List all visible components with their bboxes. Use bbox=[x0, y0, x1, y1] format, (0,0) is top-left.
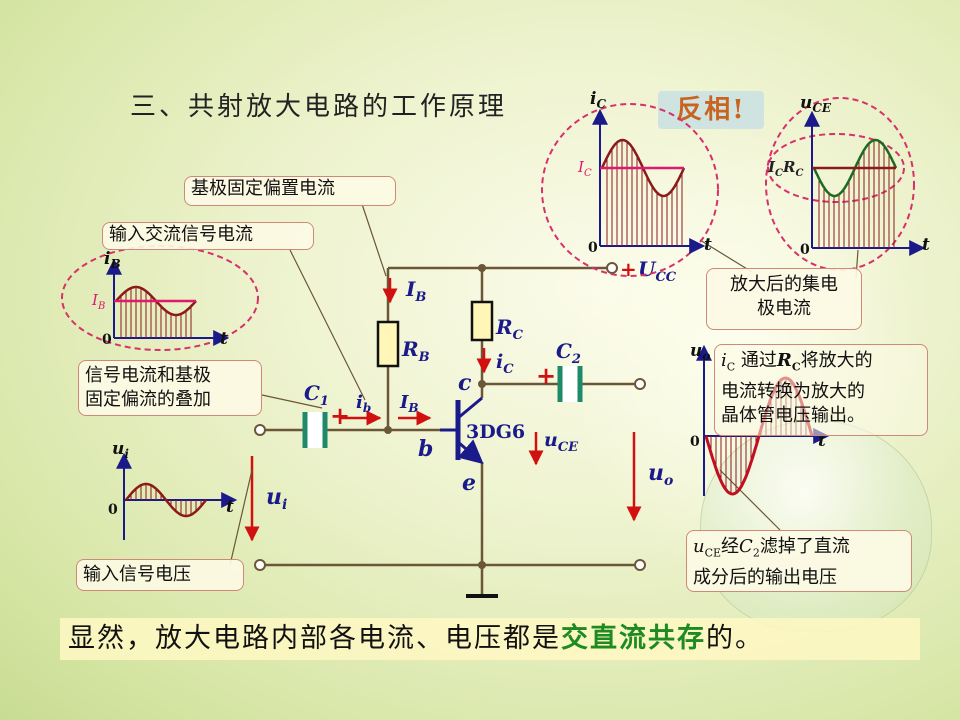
capacitor-c2 bbox=[557, 366, 583, 402]
polarity-marks: + + bbox=[330, 361, 556, 430]
svg-text:iB: iB bbox=[104, 249, 121, 271]
output-terminal-bottom bbox=[634, 559, 646, 571]
resistor-rb bbox=[376, 320, 400, 368]
svg-text:IB: IB bbox=[91, 291, 105, 312]
resistor-rc bbox=[470, 300, 494, 342]
callout-base-bias: 基极固定偏置电流 bbox=[184, 176, 396, 206]
circuit-wires bbox=[260, 266, 640, 596]
svg-text:t: t bbox=[226, 497, 234, 517]
svg-text:uo: uo bbox=[648, 460, 673, 489]
svg-text:uCE: uCE bbox=[544, 429, 579, 455]
svg-text:IB: IB bbox=[405, 277, 426, 305]
svg-text:0: 0 bbox=[690, 434, 700, 450]
svg-text:iC: iC bbox=[590, 89, 606, 111]
svg-text:RC: RC bbox=[495, 315, 524, 343]
page-title: 三、共射放大电路的工作原理 bbox=[130, 92, 508, 122]
svg-text:0: 0 bbox=[800, 242, 810, 258]
svg-text:uo: uo bbox=[690, 341, 710, 363]
svg-text:e: e bbox=[462, 470, 476, 496]
callout-collector-current: 放大后的集电 极电流 bbox=[706, 268, 862, 330]
callout-input-signal-current: 输入交流信号电流 bbox=[102, 222, 314, 250]
conclusion-highlight: 交直流共存 bbox=[561, 623, 706, 654]
svg-text:t: t bbox=[704, 235, 712, 255]
svg-text:t: t bbox=[922, 235, 930, 255]
svg-text:ui: ui bbox=[112, 439, 129, 461]
callout-leaders bbox=[229, 203, 859, 566]
capacitor-c1 bbox=[302, 412, 328, 448]
svg-text:ui: ui bbox=[266, 484, 287, 513]
current-arrows bbox=[244, 278, 642, 542]
input-terminal-bottom bbox=[254, 559, 266, 571]
svg-text:+: + bbox=[620, 257, 637, 281]
svg-text:C2: C2 bbox=[556, 339, 581, 367]
input-terminal-top bbox=[254, 424, 266, 436]
svg-text:0: 0 bbox=[102, 332, 112, 348]
svg-text:0: 0 bbox=[108, 502, 118, 518]
svg-text:RB: RB bbox=[401, 337, 430, 365]
svg-text:0: 0 bbox=[588, 240, 598, 256]
transistor-3dg6 bbox=[440, 396, 484, 465]
svg-text:t: t bbox=[818, 431, 826, 451]
svg-text:3DG6: 3DG6 bbox=[466, 421, 525, 443]
callout-current-to-voltage: iC 通过RC将放大的 电流转换为放大的 晶体管电压输出。 bbox=[714, 344, 928, 436]
circuit-junctions bbox=[384, 264, 486, 569]
graph-ic: iC IC 0 t bbox=[541, 89, 719, 277]
background-vase bbox=[700, 420, 932, 632]
output-terminal-top bbox=[634, 378, 646, 390]
graph-ui: ui 0 t bbox=[108, 439, 238, 540]
svg-text:ib: ib bbox=[356, 392, 371, 415]
svg-text:C1: C1 bbox=[304, 381, 329, 409]
conclusion-suffix: 的。 bbox=[706, 623, 764, 654]
svg-text:UCC: UCC bbox=[638, 257, 677, 285]
conclusion-prefix: 显然，放大电路内部各电流、电压都是 bbox=[68, 623, 561, 654]
svg-text:uCE: uCE bbox=[800, 93, 832, 115]
circuit-labels: IB RB RC iC C1 C2 ib IB c b e 3DG6 uCE u… bbox=[266, 257, 677, 513]
callout-input-voltage: 输入信号电压 bbox=[76, 559, 244, 591]
graph-uce: uCE ICRC 0 t bbox=[765, 93, 930, 271]
svg-text:b: b bbox=[418, 436, 433, 462]
svg-text:ICRC: ICRC bbox=[767, 158, 803, 179]
callout-superposition: 信号电流和基极 固定偏流的叠加 bbox=[78, 360, 262, 416]
ucc-terminal bbox=[606, 262, 618, 274]
svg-text:IB: IB bbox=[399, 392, 419, 415]
c1-plus-sign: + bbox=[330, 401, 350, 430]
svg-text:iC: iC bbox=[496, 351, 514, 377]
graph-ib: iB IB 0 t bbox=[61, 245, 259, 351]
conclusion-text: 显然，放大电路内部各电流、电压都是交直流共存的。 bbox=[60, 618, 920, 660]
svg-text:c: c bbox=[458, 370, 472, 396]
inversion-badge: 反相! bbox=[658, 91, 764, 129]
c2-plus-sign: + bbox=[536, 361, 556, 390]
callout-output-voltage: uCE经C2滤掉了直流 成分后的输出电压 bbox=[686, 530, 912, 592]
circuit-terminals bbox=[254, 262, 646, 571]
svg-text:t: t bbox=[220, 329, 228, 349]
svg-text:IC: IC bbox=[577, 158, 592, 179]
